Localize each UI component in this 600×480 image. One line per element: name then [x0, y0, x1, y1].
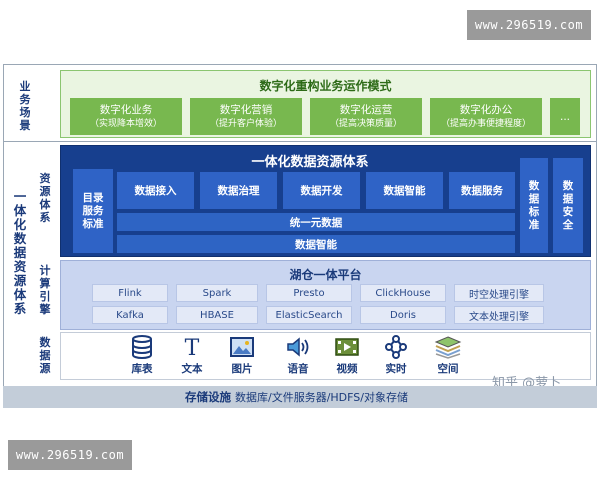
watermark-top: www.296519.com: [467, 10, 591, 40]
label-business-scene: 业务 场景: [19, 80, 31, 132]
engine-spark: Spark: [176, 284, 258, 302]
module-data-governance: 数据治理: [200, 172, 277, 209]
label-compute-engine: 计算 引擎: [39, 264, 51, 316]
source-label: 语音: [287, 363, 309, 375]
module-data-service: 数据服务: [449, 172, 515, 209]
label-resource-system: 资源 体系: [39, 172, 51, 224]
engine-elasticsearch: ElasticSearch: [266, 306, 352, 324]
engine-doris: Doris: [360, 306, 446, 324]
engine-clickhouse: ClickHouse: [360, 284, 446, 302]
source-realtime: 实时: [376, 335, 416, 376]
label-integrated-system: 一体 化数 据资 源体 系: [13, 189, 27, 316]
source-label: 视频: [336, 363, 358, 375]
biz-card-marketing: 数字化营销（提升客户体验）: [190, 98, 302, 135]
resource-title: 一体化数据资源体系: [251, 155, 369, 170]
engine-text: 文本处理引擎: [454, 306, 544, 324]
watermark-bottom: www.296519.com: [8, 440, 132, 470]
database-icon: [132, 335, 152, 359]
engine-hbase: HBASE: [176, 306, 258, 324]
engine-spatiotemporal: 时空处理引擎: [454, 284, 544, 302]
svg-text:T: T: [185, 336, 200, 359]
storage-title: 存储设施: [185, 390, 231, 404]
data-source-panel: [60, 332, 591, 380]
engine-flink: Flink: [92, 284, 168, 302]
biz-card-operation: 数字化运营（提高决策质量）: [310, 98, 422, 135]
text-icon: T: [185, 336, 200, 359]
module-data-intelligence: 数据智能: [366, 172, 443, 209]
image-icon: [230, 337, 254, 357]
label-data-source: 数据 源: [39, 336, 51, 375]
side-data-security: 数据安全: [553, 158, 583, 253]
engine-kafka: Kafka: [92, 306, 168, 324]
bar-data-intelligence: 数据智能: [117, 235, 515, 253]
source-label: 空间: [437, 363, 459, 375]
source-video: 视频: [327, 335, 367, 376]
engine-presto: Presto: [266, 284, 352, 302]
source-voice: 语音: [278, 335, 318, 376]
layers-icon: [434, 336, 462, 359]
video-icon: [335, 338, 359, 356]
source-db: 库表: [122, 335, 162, 376]
catalog-service-standard: 目录服务标准: [73, 169, 113, 253]
storage-bar: 存储设施 数据库/文件服务器/HDFS/对象存储: [3, 386, 597, 408]
source-label: 图片: [231, 363, 253, 375]
module-data-ingest: 数据接入: [117, 172, 194, 209]
speaker-icon: [287, 337, 309, 357]
biz-card-more: ...: [550, 98, 580, 135]
business-title: 数字化重构业务运作模式: [259, 79, 392, 93]
lakehouse-title: 湖仓一体平台: [289, 268, 362, 282]
biz-card-business: 数字化业务（实现降本增效）: [70, 98, 182, 135]
source-label: 库表: [131, 363, 153, 375]
source-text: T 文本: [172, 335, 212, 376]
biz-card-office: 数字化办公（提高办事便捷程度）: [430, 98, 542, 135]
source-label: 实时: [385, 363, 407, 375]
realtime-icon: [385, 335, 407, 359]
module-data-development: 数据开发: [283, 172, 360, 209]
source-spatial: 空间: [426, 335, 470, 376]
source-label: 文本: [181, 363, 203, 375]
side-data-standard: 数据标准: [520, 158, 548, 253]
source-image: 图片: [222, 335, 262, 376]
storage-items: 数据库/文件服务器/HDFS/对象存储: [235, 391, 408, 404]
frame-divider: [3, 141, 597, 142]
bar-unified-metadata: 统一元数据: [117, 213, 515, 231]
